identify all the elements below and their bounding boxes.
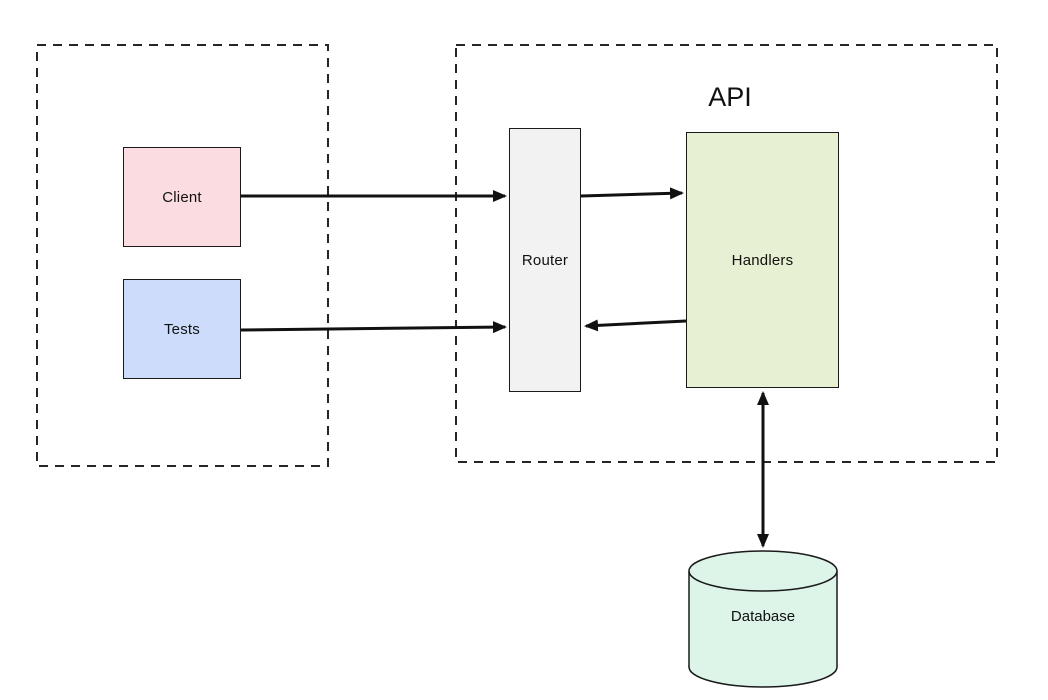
database-node-label: Database	[730, 608, 796, 625]
database-node[interactable]	[688, 550, 838, 688]
tests-node-label: Tests	[163, 320, 200, 338]
handlers-node-label: Handlers	[731, 251, 794, 269]
edge-tests-to-router[interactable]	[240, 321, 507, 334]
edge-handlers-to-router[interactable]	[584, 319, 687, 332]
left-group-boundary[interactable]	[36, 44, 329, 467]
edge-router-to-handlers[interactable]	[580, 187, 684, 200]
handlers-node[interactable]: Handlers	[686, 132, 839, 388]
router-node-label: Router	[521, 251, 569, 269]
api-group-title: API	[708, 82, 752, 112]
client-node[interactable]: Client	[123, 147, 241, 247]
client-node-label: Client	[162, 188, 202, 206]
database-cylinder-top	[688, 550, 838, 592]
router-node[interactable]: Router	[509, 128, 581, 392]
tests-node[interactable]: Tests	[123, 279, 241, 379]
